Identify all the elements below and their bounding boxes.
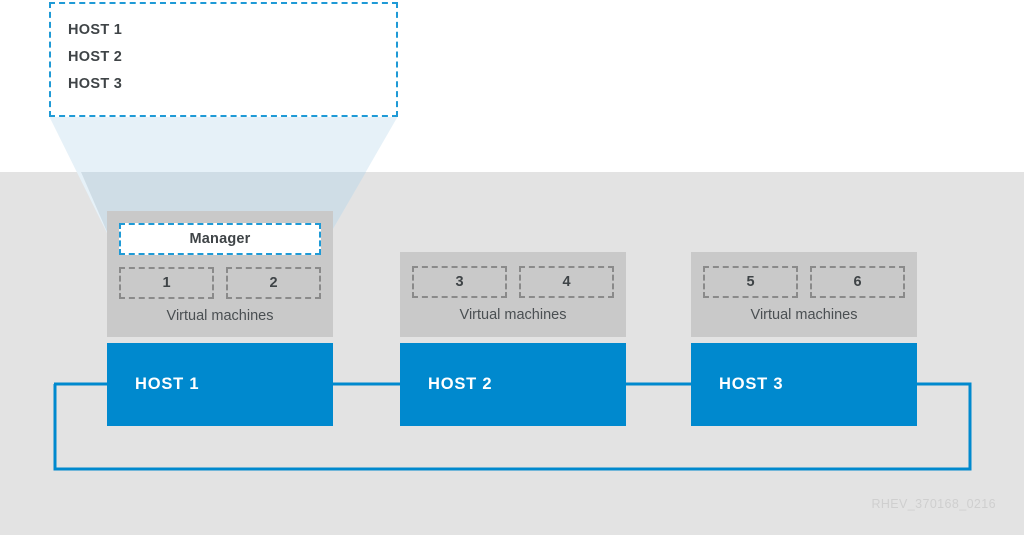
watermark-label: RHEV_370168_0216 (871, 497, 996, 511)
vm-box-label-1: 1 (162, 275, 171, 291)
callout-item-host-2: HOST 2 (68, 49, 123, 65)
vm-row-2: 3 4 (412, 266, 614, 298)
callout-box: HOST 1 HOST 2 HOST 3 (49, 2, 398, 117)
vm-panel-1: Manager 1 2 Virtual machines (107, 211, 333, 337)
vm-panel-2: 3 4 Virtual machines (400, 252, 626, 337)
callout-host-list: HOST 1 HOST 2 HOST 3 (68, 17, 386, 98)
vm-box-label-6: 6 (853, 274, 862, 290)
manager-box[interactable]: Manager (119, 223, 321, 255)
vm-caption-3: Virtual machines (750, 307, 858, 323)
vm-box-2[interactable]: 2 (226, 267, 321, 299)
vm-box-1[interactable]: 1 (119, 267, 214, 299)
callout-item-host-1: HOST 1 (68, 22, 123, 38)
vm-box-label-3: 3 (455, 274, 464, 290)
host-box-2[interactable]: HOST 2 (400, 343, 626, 426)
vm-box-label-5: 5 (746, 274, 755, 290)
manager-label: Manager (189, 231, 251, 247)
host-box-label-2: HOST 2 (428, 375, 493, 393)
vm-box-6[interactable]: 6 (810, 266, 905, 298)
vm-box-5[interactable]: 5 (703, 266, 798, 298)
host-box-label-3: HOST 3 (719, 375, 784, 393)
host-box-1[interactable]: HOST 1 (107, 343, 333, 426)
vm-row-3: 5 6 (703, 266, 905, 298)
host-box-label-1: HOST 1 (135, 375, 200, 393)
vm-panel-3: 5 6 Virtual machines (691, 252, 917, 337)
vm-box-label-2: 2 (269, 275, 278, 291)
host-box-3[interactable]: HOST 3 (691, 343, 917, 426)
vm-row-1: 1 2 (119, 267, 321, 299)
vm-box-3[interactable]: 3 (412, 266, 507, 298)
vm-caption-2: Virtual machines (459, 307, 567, 323)
vm-box-4[interactable]: 4 (519, 266, 614, 298)
callout-item-host-3: HOST 3 (68, 76, 123, 92)
vm-box-label-4: 4 (562, 274, 571, 290)
vm-caption-1: Virtual machines (166, 308, 274, 324)
